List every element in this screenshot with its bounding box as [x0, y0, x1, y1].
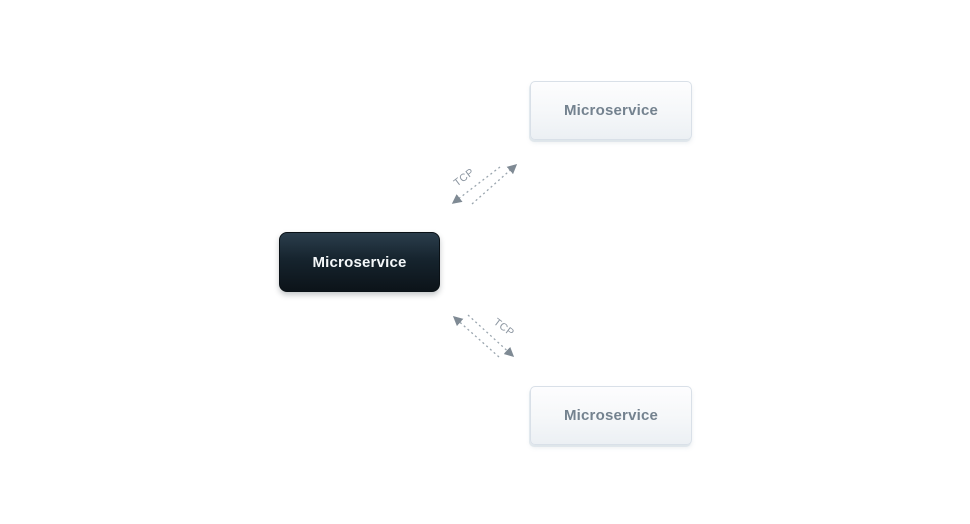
connector-bottom-line-outgoing [467, 314, 515, 357]
connector-bottom: TCP [452, 314, 516, 358]
connector-top: TCP [452, 164, 518, 205]
node-microservice-top-right-label: Microservice [563, 102, 659, 119]
node-microservice-bottom-right: Microservice [530, 386, 692, 445]
node-microservice-left-label: Microservice [312, 253, 407, 271]
node-microservice-bottom-right-label: Microservice [563, 407, 659, 424]
connector-bottom-line-incoming [452, 316, 500, 358]
node-microservice-top-right: Microservice [530, 81, 692, 140]
node-microservice-left: Microservice [279, 232, 440, 292]
connector-top-label: TCP [452, 166, 477, 189]
connector-top-line-incoming [471, 164, 518, 205]
connector-bottom-label: TCP [491, 316, 516, 339]
